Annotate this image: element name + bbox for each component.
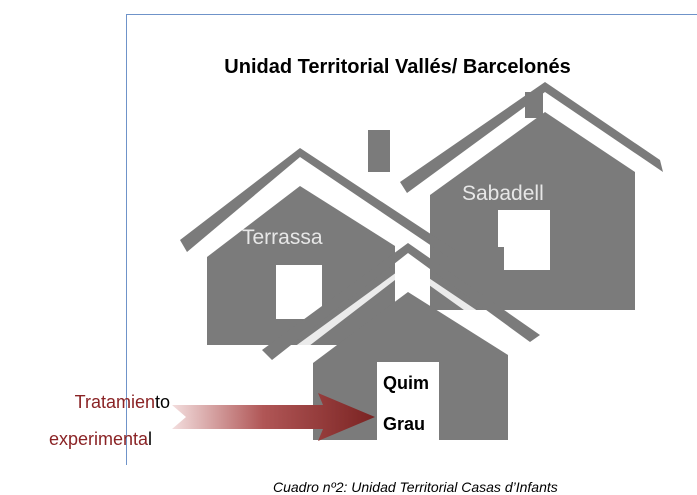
figure-frame: [126, 14, 697, 465]
arrow-label-line1-main: Tratamien: [74, 392, 155, 412]
house-terrassa: Terrassa: [180, 130, 455, 345]
house-label-sabadell: Sabadell: [462, 182, 544, 205]
arrow-label-line2-main: experimenta: [48, 429, 148, 449]
house-label-terrassa: Terrassa: [242, 226, 323, 249]
arrow-label-line1-tail: to: [154, 392, 170, 412]
arrow-label-line1: Tratamiento: [0, 393, 170, 411]
house-front: [262, 243, 540, 440]
diagram-title: Unidad Territorial Vallés/ Barcelonés: [224, 56, 571, 78]
arrow-icon: [172, 393, 375, 441]
house-sabadell: Sabadell: [400, 82, 663, 310]
front-house-label-line1: Quim: [383, 373, 430, 393]
figure-caption: Cuadro nº2: Unidad Territorial Casas d’I…: [273, 479, 558, 495]
arrow-label-line2: experimental: [0, 430, 152, 448]
front-house-label-line2: Grau: [383, 414, 426, 434]
arrow-label-line2-tail: l: [148, 429, 152, 449]
